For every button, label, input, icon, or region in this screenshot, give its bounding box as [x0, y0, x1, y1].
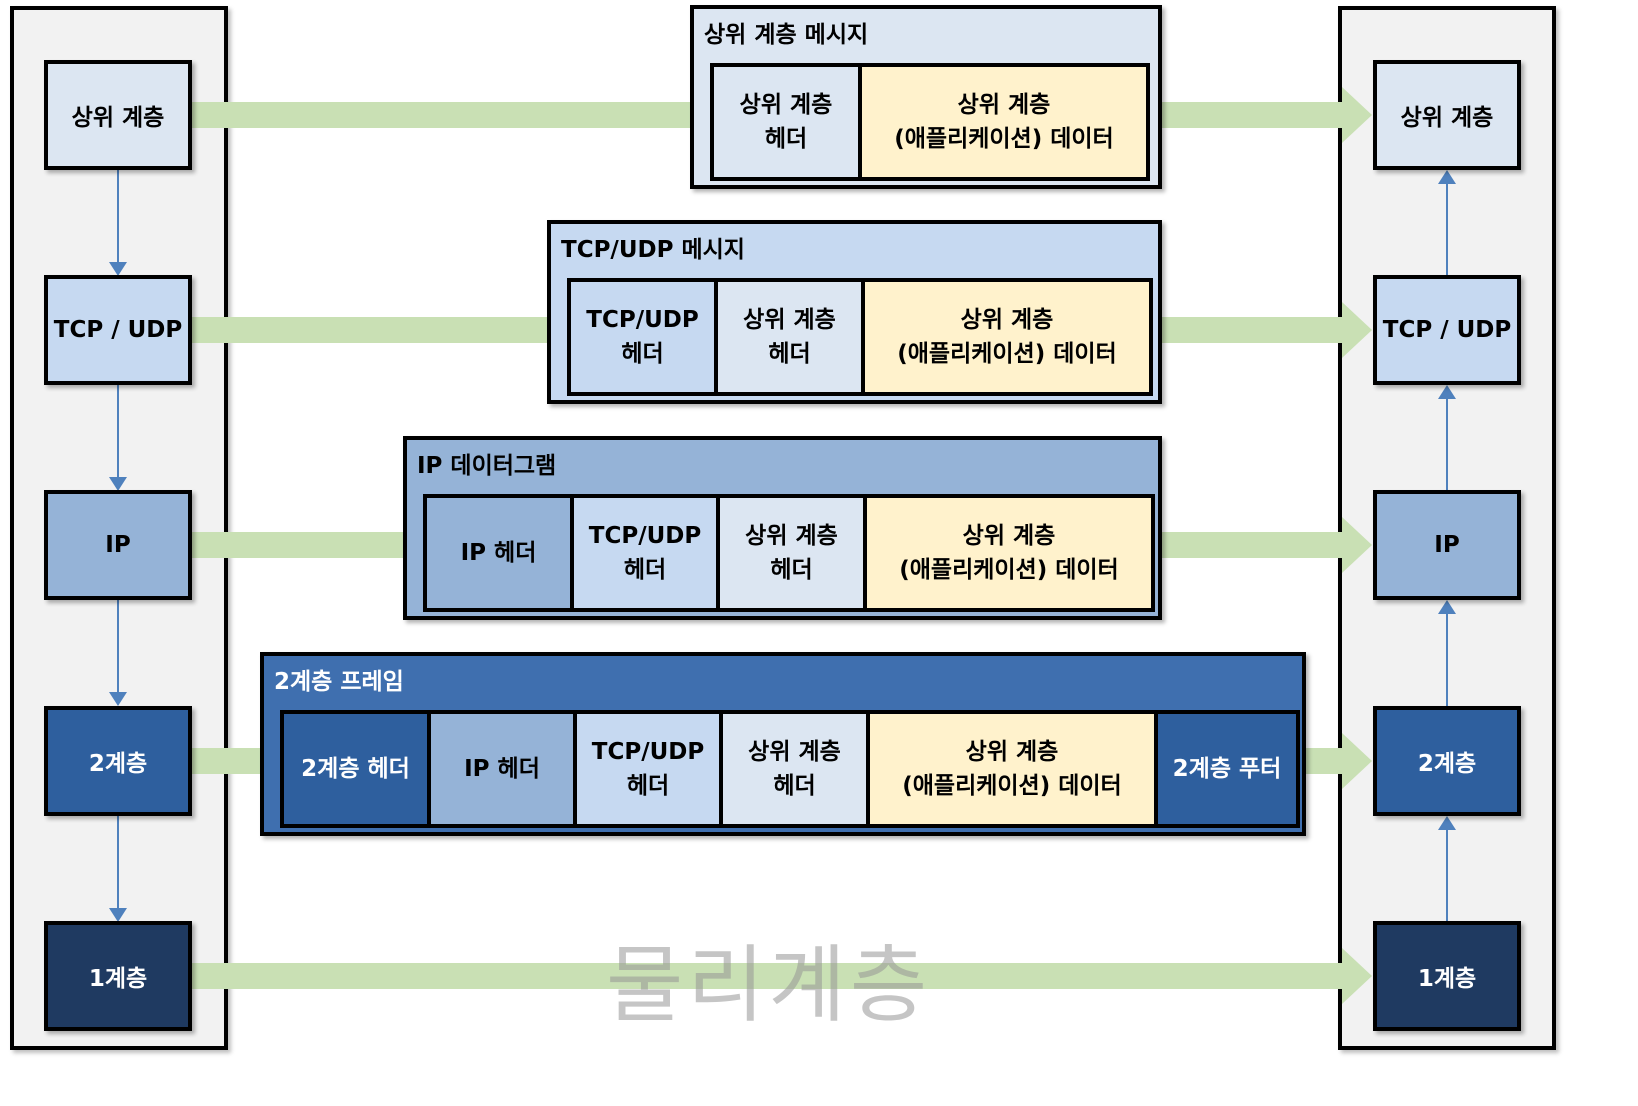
- cell-tcp-header: TCP/UDP 헤더: [571, 282, 714, 392]
- arrow-up-right-4: [1438, 816, 1456, 830]
- sender-layer-2: 2계층: [44, 706, 192, 816]
- sender-layer-ip: IP: [44, 490, 192, 600]
- tcp-udp-message: TCP/UDP 메시지 TCP/UDP 헤더 상위 계층 헤더 상위 계층 (애…: [547, 220, 1162, 404]
- cell-l2-header: 2계층 헤더: [284, 714, 427, 824]
- flow-band-tcp-right: [1160, 317, 1344, 343]
- receiver-layer-tcp-udp: TCP / UDP: [1373, 275, 1521, 385]
- ip-datagram-title: IP 데이터그램: [417, 453, 557, 479]
- cell-tcp-header: TCP/UDP 헤더: [570, 498, 716, 608]
- connector-left-2: [117, 385, 119, 477]
- arrow-down-left-4: [109, 908, 127, 922]
- flow-band-upper-right: [1160, 102, 1344, 128]
- cell-ip-header: IP 헤더: [427, 714, 573, 824]
- connector-left-1: [117, 170, 119, 262]
- layer2-frame-title: 2계층 프레임: [274, 669, 404, 695]
- connector-right-2: [1446, 399, 1448, 491]
- arrow-up-right-3: [1438, 600, 1456, 614]
- connector-left-4: [117, 816, 119, 908]
- receiver-layer-1: 1계층: [1373, 921, 1521, 1031]
- flow-band-ip-left: [192, 532, 406, 558]
- ip-datagram: IP 데이터그램 IP 헤더 TCP/UDP 헤더 상위 계층 헤더 상위 계층…: [403, 436, 1162, 620]
- connector-left-3: [117, 600, 119, 692]
- flow-arrowhead-ip: [1342, 517, 1372, 573]
- sender-layer-1: 1계층: [44, 921, 192, 1031]
- flow-band-tcp-left: [192, 317, 550, 343]
- upper-message-cells: 상위 계층 헤더 상위 계층 (애플리케이션) 데이터: [710, 63, 1150, 181]
- physical-layer-label: 물리계층: [606, 936, 932, 1034]
- arrow-down-left-2: [109, 477, 127, 491]
- connector-right-1: [1446, 184, 1448, 276]
- flow-band-l2-right: [1304, 748, 1344, 774]
- cell-tcp-header: TCP/UDP 헤더: [573, 714, 719, 824]
- receiver-layer-upper: 상위 계층: [1373, 60, 1521, 170]
- cell-app-data: 상위 계층 (애플리케이션) 데이터: [861, 282, 1149, 392]
- flow-band-physical: [192, 963, 1344, 989]
- cell-upper-header: 상위 계층 헤더: [719, 714, 866, 824]
- upper-layer-message: 상위 계층 메시지 상위 계층 헤더 상위 계층 (애플리케이션) 데이터: [690, 5, 1162, 189]
- upper-message-title: 상위 계층 메시지: [704, 22, 869, 48]
- ip-datagram-cells: IP 헤더 TCP/UDP 헤더 상위 계층 헤더 상위 계층 (애플리케이션)…: [423, 494, 1155, 612]
- cell-l2-footer: 2계층 푸터: [1154, 714, 1296, 824]
- flow-band-l2-left: [192, 748, 264, 774]
- tcp-message-title: TCP/UDP 메시지: [561, 237, 745, 263]
- arrow-up-right-2: [1438, 385, 1456, 399]
- cell-app-data: 상위 계층 (애플리케이션) 데이터: [866, 714, 1154, 824]
- cell-upper-header: 상위 계층 헤더: [716, 498, 863, 608]
- sender-layer-tcp-udp: TCP / UDP: [44, 275, 192, 385]
- receiver-layer-2: 2계층: [1373, 706, 1521, 816]
- layer2-frame-cells: 2계층 헤더 IP 헤더 TCP/UDP 헤더 상위 계층 헤더 상위 계층 (…: [280, 710, 1300, 828]
- layer2-frame: 2계층 프레임 2계층 헤더 IP 헤더 TCP/UDP 헤더 상위 계층 헤더…: [260, 652, 1306, 836]
- flow-arrowhead-l2: [1342, 733, 1372, 789]
- cell-app-data: 상위 계층 (애플리케이션) 데이터: [863, 498, 1151, 608]
- flow-arrowhead-tcp: [1342, 302, 1372, 358]
- arrow-up-right-1: [1438, 170, 1456, 184]
- connector-right-3: [1446, 614, 1448, 706]
- flow-band-ip-right: [1160, 532, 1344, 558]
- cell-upper-header: 상위 계층 헤더: [714, 282, 861, 392]
- cell-upper-header: 상위 계층 헤더: [714, 67, 858, 177]
- sender-layer-upper: 상위 계층: [44, 60, 192, 170]
- cell-ip-header: IP 헤더: [427, 498, 570, 608]
- flow-band-upper-left: [192, 102, 692, 128]
- receiver-layer-ip: IP: [1373, 490, 1521, 600]
- tcp-message-cells: TCP/UDP 헤더 상위 계층 헤더 상위 계층 (애플리케이션) 데이터: [567, 278, 1153, 396]
- arrow-down-left-3: [109, 692, 127, 706]
- arrow-down-left-1: [109, 262, 127, 276]
- flow-arrowhead-physical: [1342, 948, 1372, 1004]
- cell-app-data: 상위 계층 (애플리케이션) 데이터: [858, 67, 1146, 177]
- flow-arrowhead-upper: [1342, 87, 1372, 143]
- connector-right-4: [1446, 830, 1448, 922]
